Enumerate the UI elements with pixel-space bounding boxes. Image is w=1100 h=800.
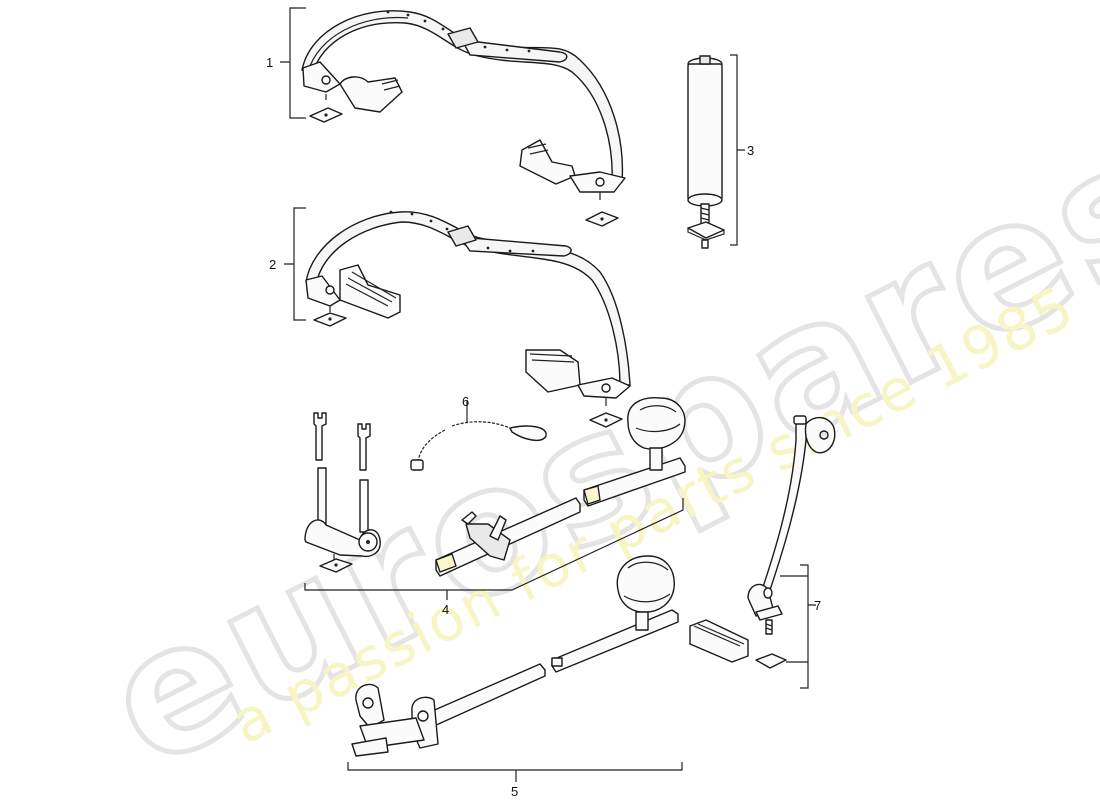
part-2-strap-holder[interactable]: [305, 210, 631, 428]
callout-2-label: 2: [269, 257, 276, 272]
callout-4: 4: [304, 498, 684, 617]
part-5-crossbar[interactable]: [351, 555, 679, 757]
part-6-cable[interactable]: 6: [410, 394, 547, 471]
part-1-strap-holder[interactable]: [301, 10, 626, 227]
callout-5-label: 5: [511, 784, 518, 799]
callout-5: 5: [347, 762, 683, 799]
callout-7-label: 7: [814, 598, 821, 613]
part-7-support-arm[interactable]: [689, 415, 836, 669]
callout-6-label: 6: [462, 394, 469, 409]
callout-1: 1: [266, 7, 306, 119]
part-3-spacer[interactable]: [687, 55, 725, 249]
callout-3: 3: [730, 54, 754, 246]
callout-4-label: 4: [442, 602, 449, 617]
callout-3-label: 3: [747, 143, 754, 158]
callout-1-label: 1: [266, 55, 273, 70]
callout-2: 2: [269, 207, 306, 321]
part-4-fork-supports[interactable]: [304, 397, 686, 577]
callout-7: 7: [780, 564, 821, 689]
